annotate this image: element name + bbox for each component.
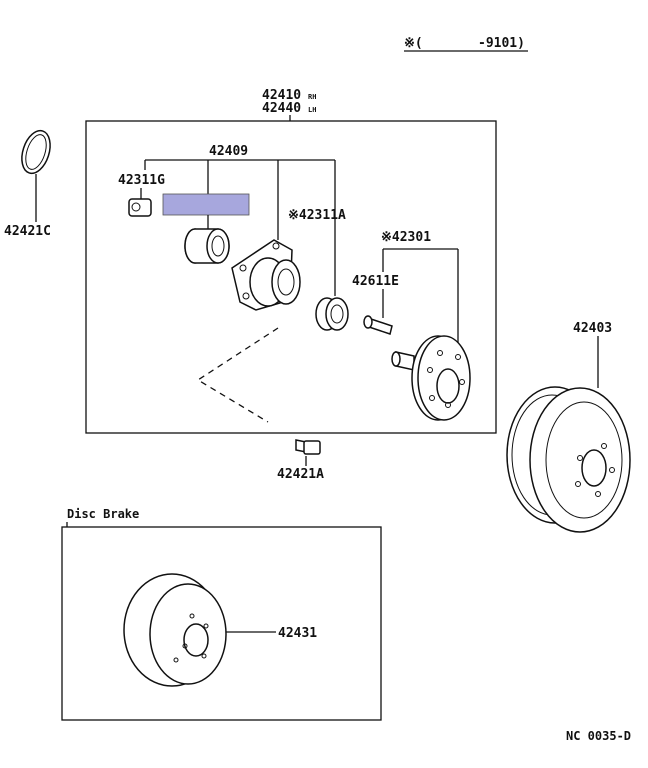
- label-42403: 42403: [573, 321, 612, 336]
- bearing: [184, 215, 230, 264]
- note-range: -9101): [478, 36, 525, 51]
- footer-code: NC 0035-D: [566, 729, 631, 743]
- bracket-42301: ※42301 42611E: [352, 230, 459, 345]
- dashed-centerline: [196, 327, 279, 423]
- assembly-box: [85, 120, 497, 434]
- label-42431: 42431: [278, 626, 317, 641]
- part-42403: 42403: [506, 321, 631, 533]
- label-42440: 42440: [262, 101, 301, 116]
- label-42410: 42410: [262, 88, 301, 103]
- disc-brake-section: Disc Brake 42431: [61, 507, 382, 721]
- note-symbol: ※(: [404, 36, 423, 51]
- label-42311G: 42311G: [118, 173, 165, 188]
- label-42421C: 42421C: [4, 224, 51, 239]
- part-42311A: ※42311A: [288, 208, 349, 331]
- disc-brake-title: Disc Brake: [67, 507, 139, 521]
- header-note: ※( -9101): [404, 36, 528, 52]
- hub-housing: [231, 239, 301, 311]
- bracket-42409: 42409: [144, 144, 336, 296]
- label-42440-suffix: LH: [308, 106, 316, 114]
- part-42311G: 42311G: [118, 173, 165, 217]
- hub-bolt: [363, 315, 393, 335]
- part-42421A: 42421A: [277, 439, 324, 482]
- label-42611E: 42611E: [352, 274, 399, 289]
- assembly-label: 42410 RH 42440 LH: [262, 88, 316, 121]
- label-42311A: ※42311A: [288, 208, 346, 223]
- label-42301: ※42301: [381, 230, 431, 245]
- label-42421A: 42421A: [277, 467, 324, 482]
- highlight-box: [162, 193, 250, 216]
- part-42421C: 42421C: [4, 129, 51, 239]
- disc-brake-box: [61, 526, 382, 721]
- label-42409: 42409: [209, 144, 248, 159]
- axle-flange: [391, 335, 471, 421]
- label-42410-suffix: RH: [308, 93, 316, 101]
